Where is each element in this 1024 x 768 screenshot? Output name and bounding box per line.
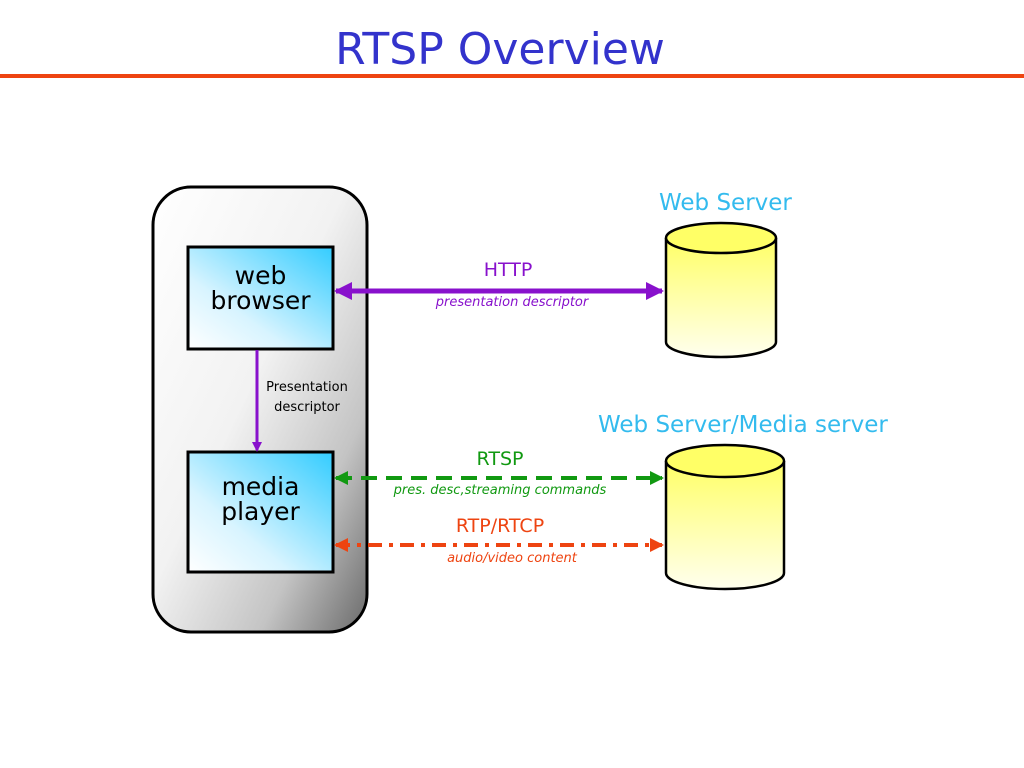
media-player-label: media player [221, 472, 300, 526]
rtp-rtcp-protocol-label: RTP/RTCP [455, 515, 545, 537]
rtsp-description-label: pres. desc,streaming commands [393, 483, 607, 498]
http-description-label: presentation descriptor [435, 295, 589, 310]
web-server-label: Web Server [659, 190, 792, 216]
media-player-box [186, 450, 335, 574]
web-browser-box [186, 245, 335, 351]
rtp-rtcp-description-label: audio/video content [447, 551, 577, 566]
media-server-cylinder [664, 443, 786, 591]
title-underline [0, 74, 1024, 78]
slide-title: RTSP Overview [335, 24, 665, 75]
web-server-cylinder [664, 221, 778, 359]
web-browser-label: web browser [210, 261, 311, 315]
presentation-descriptor-label: Presentation descriptor [266, 380, 348, 415]
http-protocol-label: HTTP [483, 259, 533, 281]
media-server-label: Web Server/Media server [598, 412, 888, 438]
rtsp-protocol-label: RTSP [476, 448, 524, 470]
